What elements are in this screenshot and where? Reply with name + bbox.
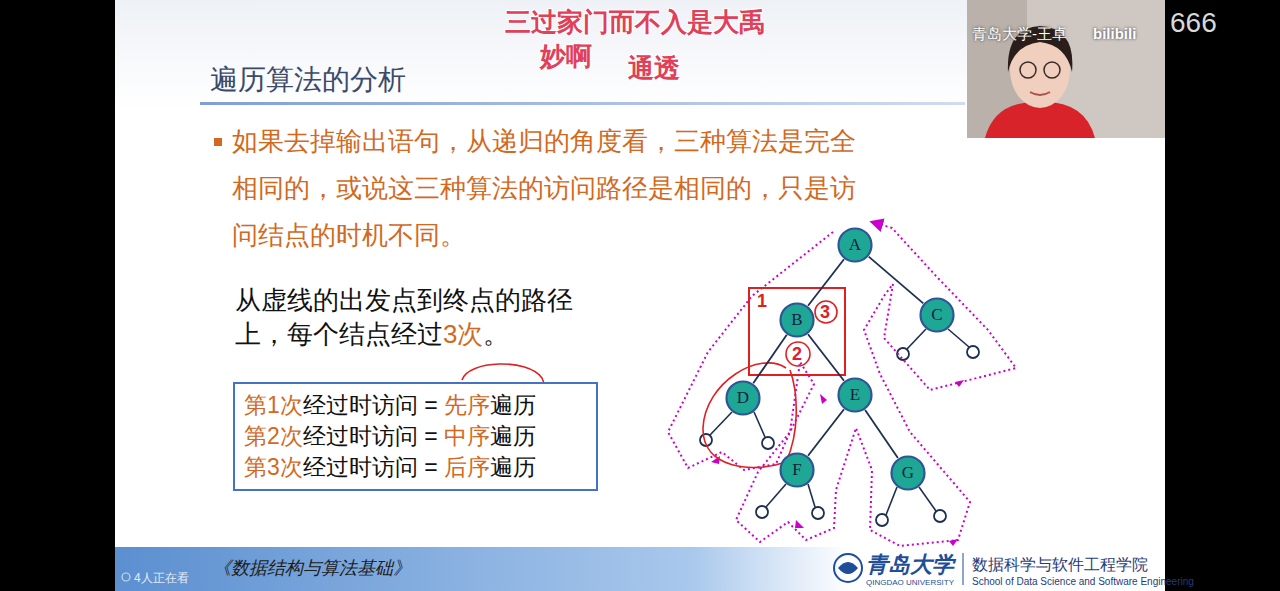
tree-node: B xyxy=(779,302,815,338)
node-letter: B xyxy=(791,311,802,329)
node-circle xyxy=(839,379,872,412)
traversal-path xyxy=(668,222,1016,546)
annotation-circle xyxy=(815,301,837,323)
viewer-icon xyxy=(122,573,130,581)
university-logo xyxy=(834,554,862,582)
course-name: 《数据结构与算法基础》 xyxy=(213,556,411,580)
tree-node: E xyxy=(837,377,873,413)
university-name: QINGDAO UNIVERSITY xyxy=(866,578,954,588)
callout-number: 2 xyxy=(792,343,802,365)
null-leaf xyxy=(700,346,979,526)
slide-title: 遍历算法的分析 xyxy=(210,62,406,98)
annotation-circle xyxy=(786,342,810,366)
bullet-text: 如果去掉输出语句，从递归的角度看，三种算法是完全相同的，或说这三种算法的访问路径… xyxy=(232,118,872,259)
rule-line: 第1次经过时访问 = 先序遍历 xyxy=(244,390,536,421)
video-watermark: 青岛大学-王卓 xyxy=(972,24,1067,44)
university-logo xyxy=(838,562,858,574)
bullet-mark xyxy=(214,138,222,146)
title-rule xyxy=(200,102,965,105)
lecturer-figure xyxy=(1044,62,1060,78)
rule-line: 第3次经过时访问 = 后序遍历 xyxy=(244,452,536,483)
lecturer-figure xyxy=(1020,62,1036,78)
lecturer-figure xyxy=(1030,92,1050,95)
viewer-count: 4人正在看 xyxy=(134,570,189,586)
school-name: 数据科学与软件工程学院 xyxy=(972,555,1148,575)
callout-number: 1 xyxy=(757,290,767,312)
callout-number: 3 xyxy=(820,301,830,323)
video-watermark: bilibili xyxy=(1093,24,1136,44)
path-arrowhead xyxy=(711,380,964,546)
tree-node: A xyxy=(837,227,873,263)
tree-node: F xyxy=(779,452,815,488)
university-name: 青岛大学 xyxy=(866,552,954,578)
node-circle xyxy=(727,382,760,415)
logo-divider xyxy=(963,553,964,585)
tree-branch xyxy=(869,257,924,304)
tree-branch xyxy=(808,409,844,456)
node-circle xyxy=(781,454,814,487)
annotation-box xyxy=(749,288,845,375)
slide-panel xyxy=(115,0,1165,591)
node-letter: E xyxy=(850,386,860,404)
tree-node: D xyxy=(725,380,761,416)
tree-node: G xyxy=(890,455,926,491)
rule-line: 第2次经过时访问 = 中序遍历 xyxy=(244,421,536,452)
danmaku-comment: 通透 xyxy=(628,52,680,84)
tree-branch xyxy=(753,335,787,383)
danmaku-comment: 三过家门而不入是大禹 xyxy=(505,6,765,38)
node-letter: F xyxy=(792,461,801,479)
danmaku-comment: 666 xyxy=(1170,6,1217,40)
node-circle xyxy=(781,304,814,337)
node-letter: C xyxy=(931,306,942,324)
rule-box: 第1次经过时访问 = 先序遍历第2次经过时访问 = 中序遍历第3次经过时访问 =… xyxy=(233,382,598,491)
node-circle xyxy=(921,299,954,332)
tree-branch xyxy=(865,410,898,458)
tree-node: C xyxy=(919,297,955,333)
lecturer-video xyxy=(967,0,1165,138)
node-circle xyxy=(892,457,925,490)
danmaku-comment: 妙啊 xyxy=(540,40,592,72)
school-name: School of Data Science and Software Engi… xyxy=(972,575,1194,588)
body-text: 从虚线的出发点到终点的路径上，每个结点经过3次。 xyxy=(235,283,585,351)
tree-branch xyxy=(808,259,844,306)
annotation-loop xyxy=(703,363,796,468)
tree-branch xyxy=(808,334,844,381)
node-circle xyxy=(839,229,872,262)
node-letter: D xyxy=(737,389,749,407)
node-letter: G xyxy=(902,464,914,482)
node-letter: A xyxy=(849,236,861,254)
